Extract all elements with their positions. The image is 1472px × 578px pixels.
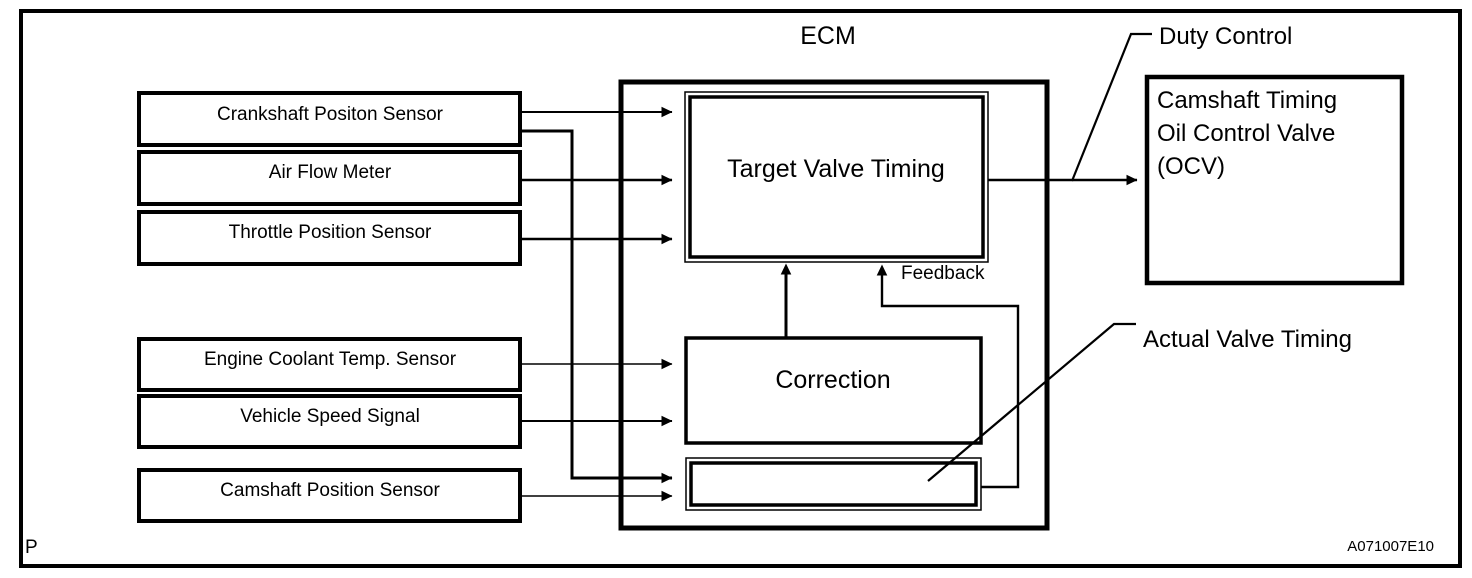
feedback-label: Feedback <box>901 263 985 284</box>
leader-actual-valve-timing <box>927 322 1136 482</box>
sensor-label: Vehicle Speed Signal <box>240 406 420 427</box>
outer-frame <box>19 9 1462 568</box>
ecm-label: ECM <box>800 22 856 50</box>
wire-crankshaft-branch-bus <box>520 129 673 484</box>
sensor-box-throttle-position-sensor: Throttle Position Sensor <box>137 210 522 266</box>
duty-control-label: Duty Control <box>1159 23 1292 50</box>
ocv-line-1: Camshaft Timing <box>1157 87 1337 114</box>
corner-mark-p: P <box>25 537 38 558</box>
ecm-container <box>618 79 1050 531</box>
ecm-block-correction: Correction <box>684 336 983 445</box>
ocv-line-2: Oil Control Valve <box>1157 120 1335 147</box>
actual-valve-timing-label: Actual Valve Timing <box>1143 326 1352 353</box>
sensor-label: Air Flow Meter <box>269 162 392 183</box>
ecm-block-label: Correction <box>775 366 890 394</box>
sensor-box-engine-coolant-temp-sensor: Engine Coolant Temp. Sensor <box>137 337 522 392</box>
figure-code: A071007E10 <box>1347 538 1434 555</box>
ocv-line-3: (OCV) <box>1157 153 1225 180</box>
sensor-box-air-flow-meter: Air Flow Meter <box>137 150 522 206</box>
ecm-block-actual-valve-timing <box>685 457 982 511</box>
sensor-label: Camshaft Position Sensor <box>220 480 440 501</box>
sensor-box-vehicle-speed-signal: Vehicle Speed Signal <box>137 394 522 449</box>
sensor-label: Crankshaft Positon Sensor <box>217 104 444 125</box>
sensor-box-crankshaft-position-sensor: Crankshaft Positon Sensor <box>137 91 522 147</box>
ecm-block-target-valve-timing: Target Valve Timing <box>684 91 989 263</box>
output-block-camshaft-timing-oil-control-valve: Camshaft Timing Oil Control Valve (OCV) <box>1144 74 1405 286</box>
ecm-block-label: Target Valve Timing <box>727 155 945 183</box>
sensor-label: Throttle Position Sensor <box>229 222 432 243</box>
sensor-label: Engine Coolant Temp. Sensor <box>204 349 457 370</box>
wire-feedback-loop <box>876 264 1020 489</box>
leader-duty-control <box>1070 32 1152 182</box>
sensor-box-camshaft-position-sensor: Camshaft Position Sensor <box>137 468 522 523</box>
